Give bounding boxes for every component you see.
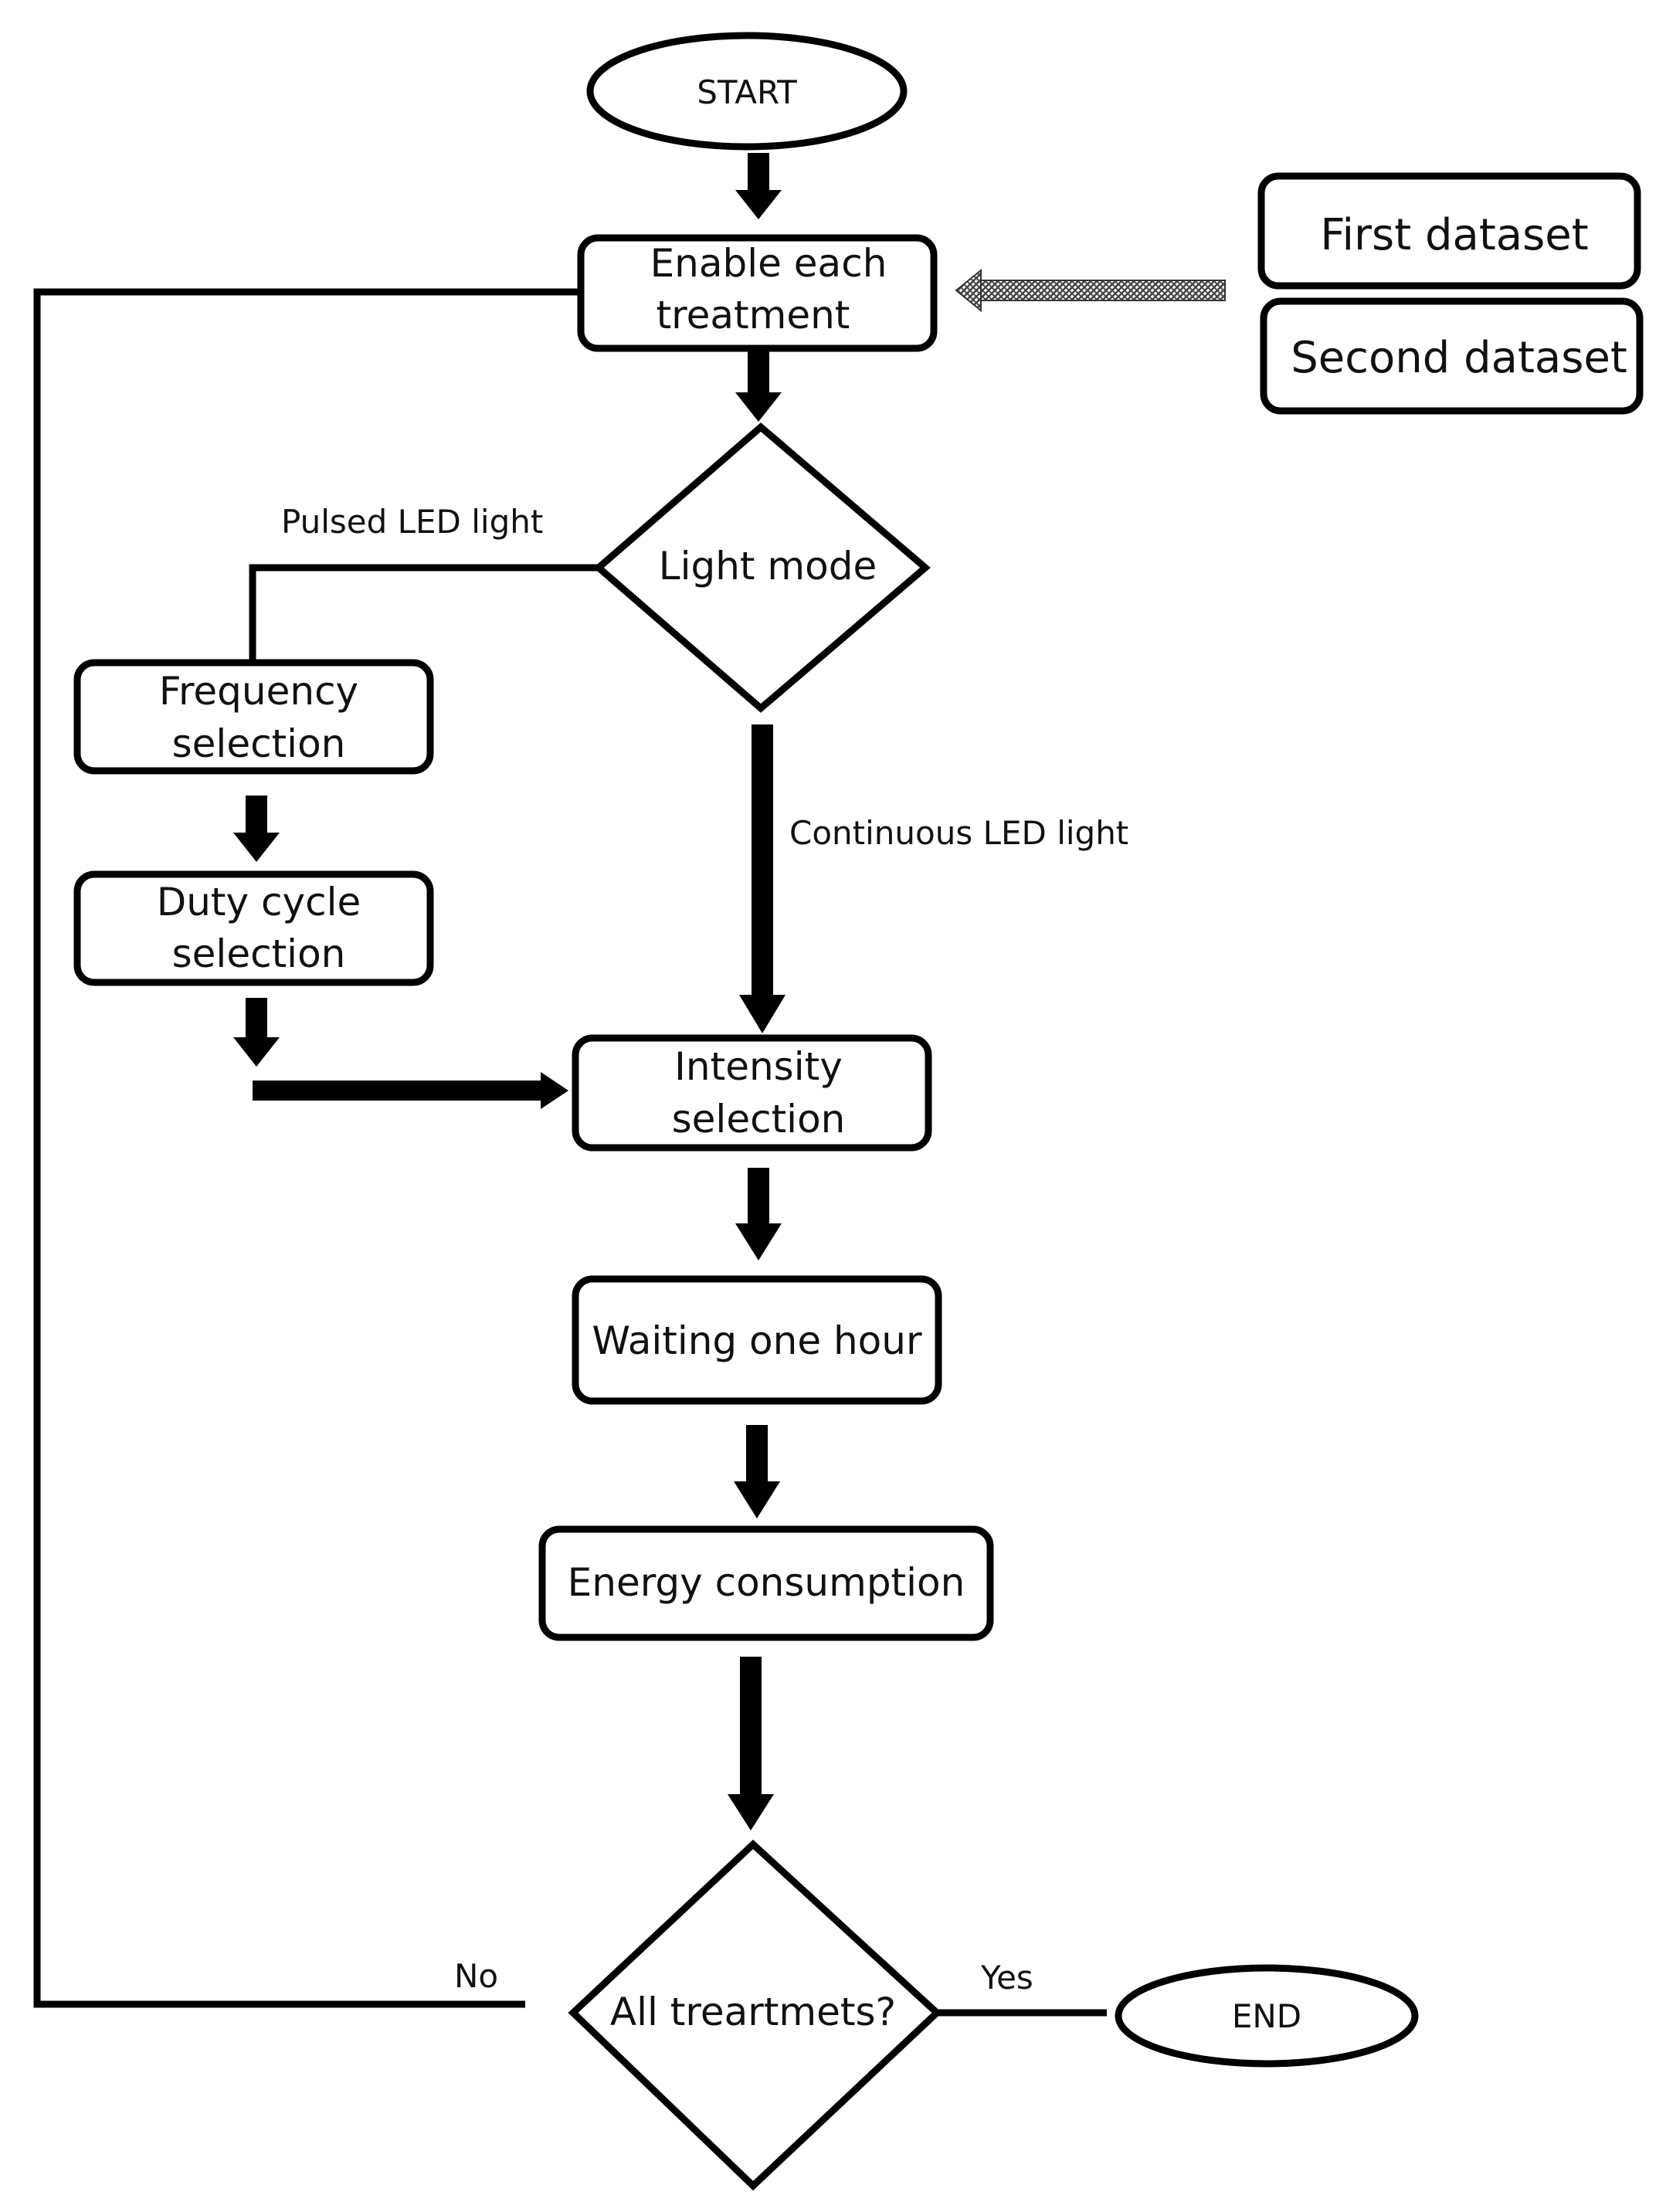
arrow-duty-down — [233, 998, 280, 1067]
end-label: END — [1232, 1997, 1301, 2035]
duty-cycle-label-line1: Duty cycle — [157, 880, 361, 924]
continuous-label: Continuous LED light — [789, 814, 1128, 852]
start-label: START — [697, 73, 797, 111]
second-dataset-box: Second dataset — [1260, 297, 1644, 415]
arrow-frequency-to-duty — [233, 796, 280, 862]
enable-label-line2: treatment — [657, 293, 850, 338]
arrow-continuous-to-intensity — [739, 724, 785, 1033]
pulsed-branch-line — [249, 564, 599, 663]
yes-label: Yes — [980, 1959, 1033, 1997]
intensity-label-line1: Intensity — [674, 1044, 843, 1089]
waiting-label: Waiting one hour — [592, 1318, 921, 1363]
arrow-duty-to-intensity — [253, 1072, 568, 1109]
arrow-intensity-to-waiting — [735, 1168, 782, 1260]
frequency-selection-box: Frequency selection — [73, 659, 434, 775]
enable-label-line1: Enable each — [650, 241, 887, 286]
waiting-one-hour-box: Waiting one hour — [572, 1275, 942, 1405]
first-dataset-box: First dataset — [1257, 172, 1641, 290]
all-treatments-label: All treartmets? — [610, 1990, 896, 2034]
intensity-selection-box: Intensity selection — [572, 1034, 932, 1152]
arrow-enable-to-lightmode — [735, 351, 782, 422]
arrow-energy-to-decision — [728, 1657, 774, 1830]
duty-cycle-label-line2: selection — [172, 931, 346, 976]
energy-consumption-box: Energy consumption — [538, 1525, 994, 1641]
frequency-label-line2: selection — [172, 721, 346, 766]
intensity-label-line2: selection — [672, 1097, 846, 1142]
arrow-start-to-enable — [735, 153, 782, 219]
energy-label: Energy consumption — [568, 1560, 965, 1605]
first-dataset-label: First dataset — [1320, 210, 1588, 260]
no-loop-line — [33, 288, 579, 2008]
start-terminal: START — [586, 32, 908, 151]
light-mode-decision: Light mode — [593, 422, 931, 713]
end-terminal: END — [1115, 1964, 1419, 2068]
pulsed-label: Pulsed LED light — [281, 503, 543, 541]
second-dataset-label: Second dataset — [1291, 333, 1627, 383]
no-label: No — [454, 1957, 498, 1995]
duty-cycle-selection-box: Duty cycle selection — [73, 870, 434, 986]
frequency-label-line1: Frequency — [159, 669, 358, 714]
arrow-dataset-to-enable — [955, 268, 1226, 313]
arrow-waiting-to-energy — [734, 1425, 780, 1518]
light-mode-label: Light mode — [659, 544, 877, 589]
enable-treatment-box: Enable each treatment — [577, 234, 938, 352]
all-treatments-decision: All treartmets? — [568, 1839, 942, 2191]
